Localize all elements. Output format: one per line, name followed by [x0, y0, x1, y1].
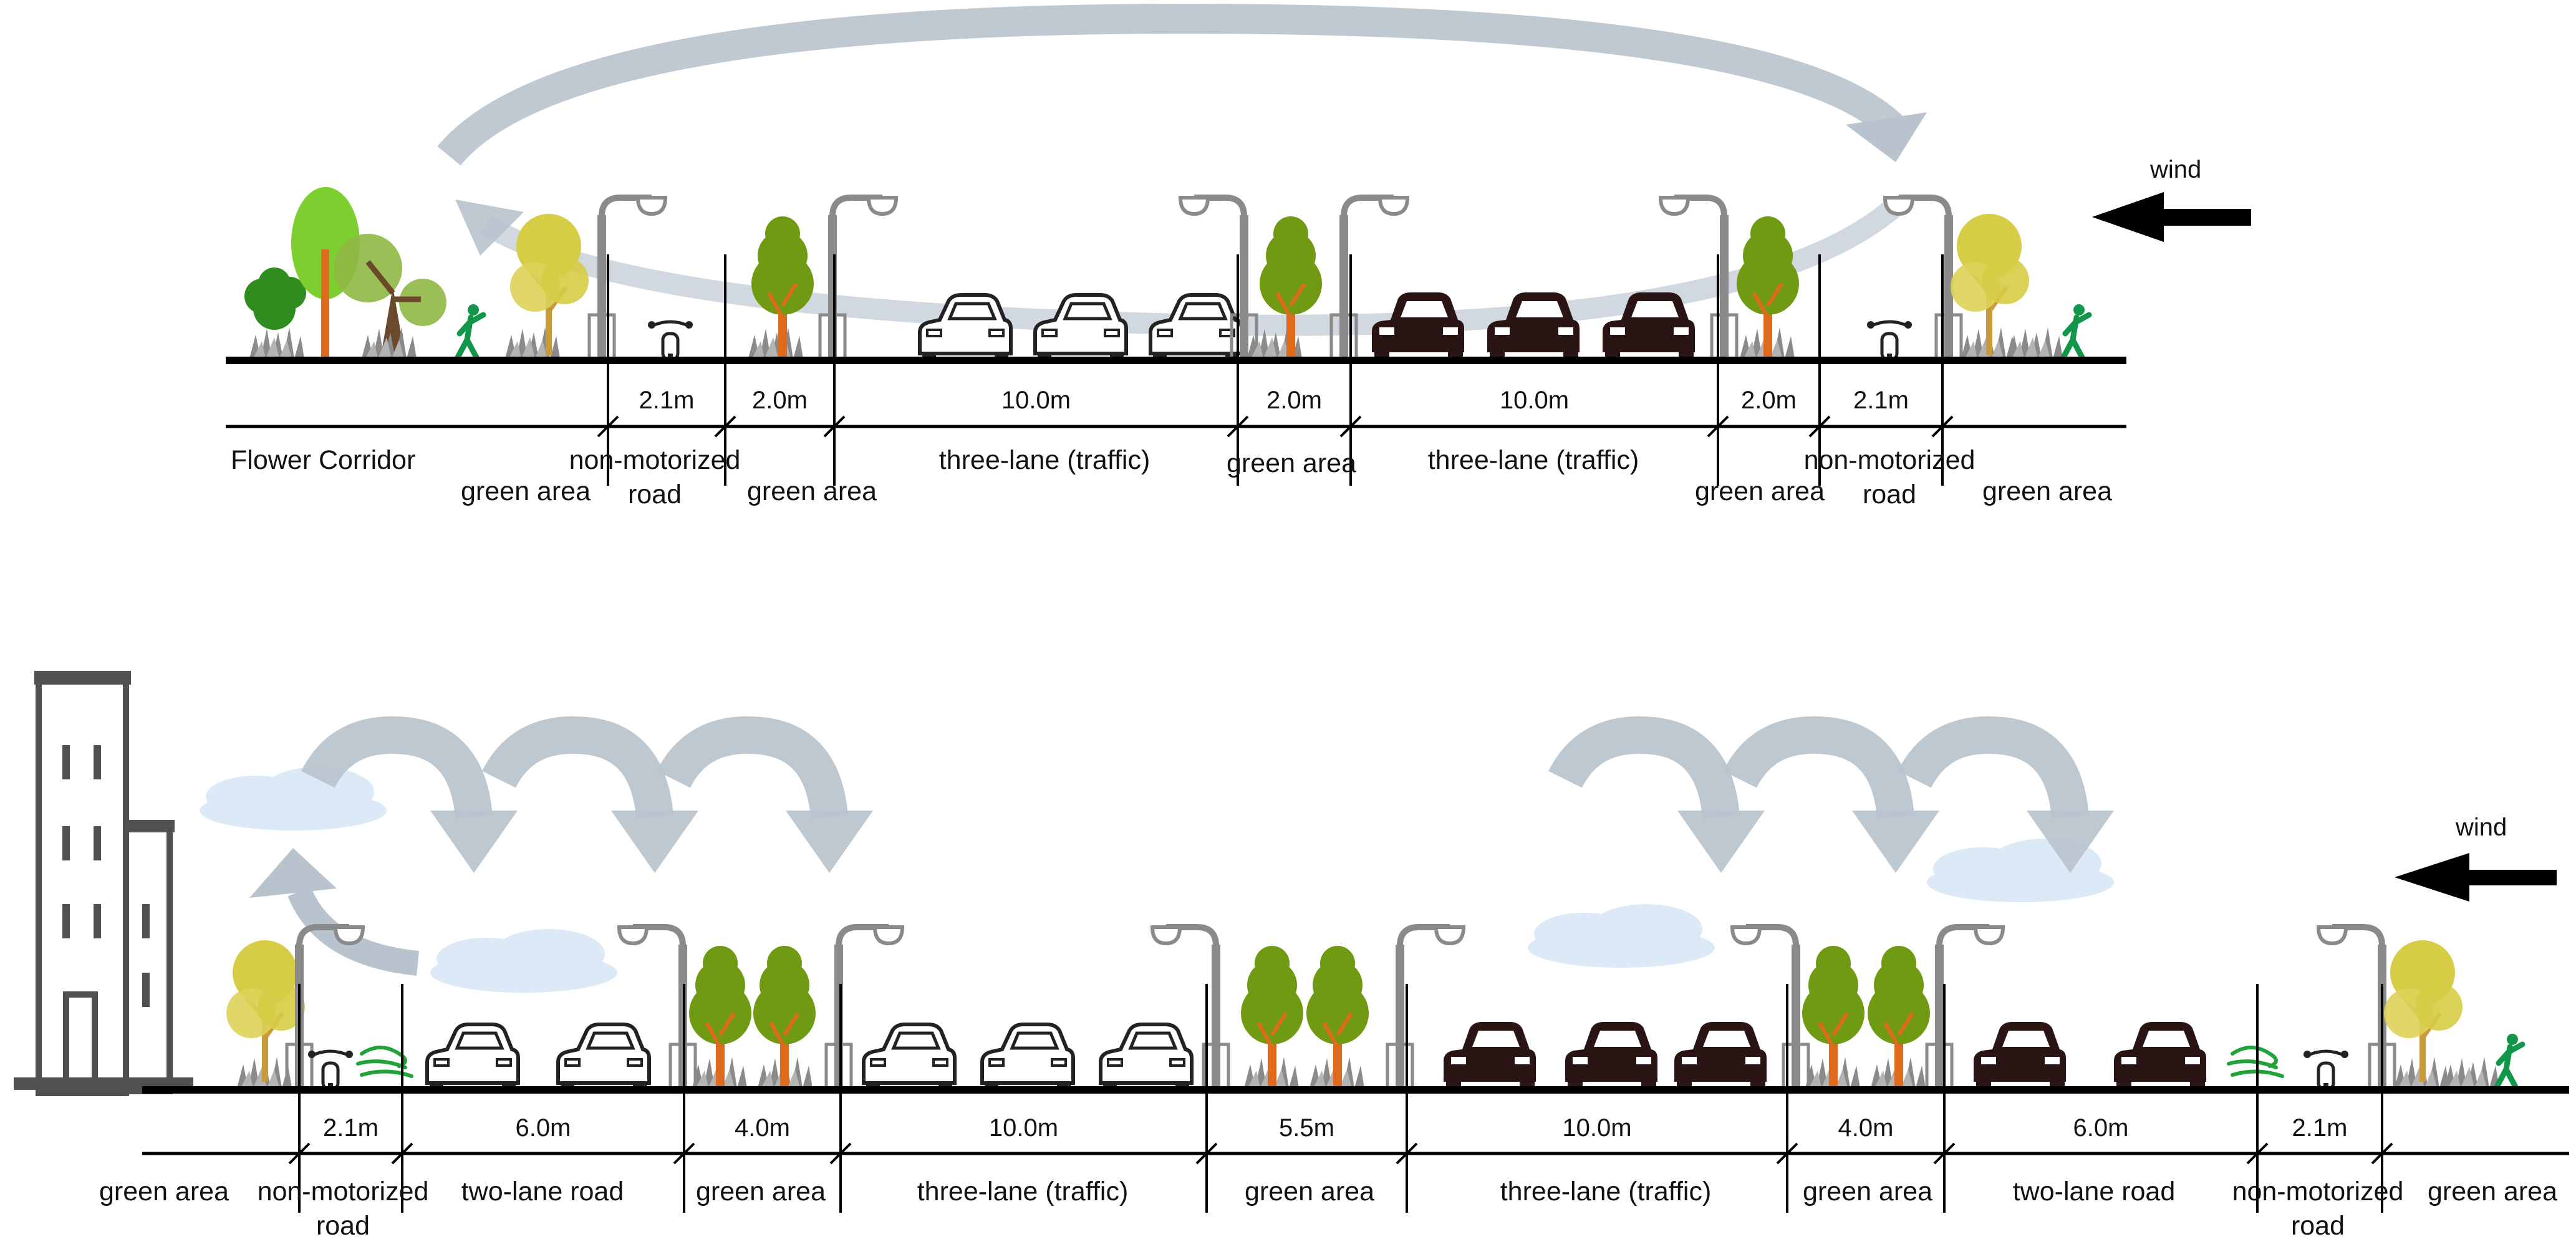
dimension-label: 10.0m [1562, 1114, 1631, 1142]
dimension-tick [1339, 415, 1362, 438]
airflow-return-head [455, 200, 524, 256]
zone-label: non-motorized [2232, 1177, 2404, 1206]
dimension-ticks-top [597, 254, 1954, 486]
zone-label: green area [696, 1177, 826, 1206]
dimension-tick [597, 415, 619, 438]
zone-label: green area [1227, 448, 1356, 478]
cloud [200, 767, 387, 831]
zone-label: green area [747, 476, 877, 506]
zone-label-line2: road [1863, 479, 1916, 509]
dimension-label: 2.1m [2292, 1114, 2348, 1142]
flower-corridor-trees [244, 187, 446, 359]
dimension-labels-bottom: 2.1m 6.0m 4.0m 10.0m 5.5m 10.0m 4.0m 6.0m 2.1m [323, 1114, 2347, 1142]
zone-label: green area [1982, 476, 2112, 506]
dimension-label: 10.0m [989, 1114, 1058, 1142]
airflow-loop-arrow [437, 3, 1914, 166]
zone-label: non-motorized [569, 445, 741, 475]
dimension-labels-top: 2.1m 2.0m 10.0m 2.0m 10.0m 2.0m 2.1m [639, 387, 1909, 414]
dimension-tick [829, 1142, 852, 1165]
dimension-tick [823, 415, 846, 438]
dimension-tick [288, 1142, 311, 1165]
dimension-label: 2.1m [639, 387, 695, 414]
zone-label: three-lane (traffic) [917, 1177, 1129, 1206]
dimension-label: 6.0m [516, 1114, 571, 1142]
dimension-label: 2.1m [1853, 387, 1909, 414]
zone-label: two-lane road [2013, 1177, 2176, 1206]
wind-arrow-bottom [2395, 853, 2557, 902]
dimension-tick [2246, 1142, 2269, 1165]
zone-label: three-lane (traffic) [1500, 1177, 1712, 1206]
zone-label-line2: road [628, 479, 682, 509]
zone-label: Flower Corridor [231, 445, 415, 475]
zone-labels-bottom: green area non-motorized road two-lane road… [99, 1177, 2557, 1241]
building [14, 671, 193, 1096]
dimension-label: 2.0m [1266, 387, 1322, 414]
dimension-tick [673, 1142, 695, 1165]
cloud [1528, 904, 1715, 968]
zone-label: green area [461, 476, 591, 506]
wind-arrow-top [2092, 192, 2251, 242]
airflow-down-arrow [673, 735, 873, 873]
dimension-ticks-bottom [288, 984, 2393, 1213]
zone-label: green area [2428, 1177, 2557, 1206]
zone-label: non-motorized [1804, 445, 1975, 475]
dimension-label: 4.0m [1838, 1114, 1894, 1142]
dimension-label: 10.0m [1001, 387, 1071, 414]
dimension-tick [391, 1142, 413, 1165]
dimension-tick [1195, 1142, 1218, 1165]
zone-label: non-motorized [258, 1177, 429, 1206]
airflow-loop-head [1846, 112, 1927, 162]
dimension-tick [1808, 415, 1831, 438]
dimension-tick [1396, 1142, 1418, 1165]
zone-label: green area [99, 1177, 229, 1206]
zone-label: three-lane (traffic) [939, 445, 1151, 475]
zone-label: green area [1695, 476, 1825, 506]
dimension-tick [1776, 1142, 1798, 1165]
dimension-tick [1931, 415, 1954, 438]
dimension-label: 2.0m [752, 387, 808, 414]
wind-label-bottom: wind [2455, 814, 2507, 841]
zone-label: two-lane road [461, 1177, 624, 1206]
dimension-label: 10.0m [1500, 387, 1569, 414]
airflow-up-head [249, 848, 337, 898]
top-section: wind 2.1m 2.0m 10.0m 2.0m 10.0m 2.0m 2.1m Flow… [226, 3, 2251, 509]
dimension-label: 4.0m [735, 1114, 790, 1142]
dimension-tick [2371, 1142, 2393, 1165]
dimension-label: 2.0m [1741, 387, 1797, 414]
dimension-label: 5.5m [1279, 1114, 1334, 1142]
cloud [430, 929, 617, 993]
dimension-tick [1227, 415, 1249, 438]
dimension-tick [1707, 415, 1729, 438]
zone-label: green area [1803, 1177, 1932, 1206]
dimension-tick [714, 415, 736, 438]
zone-label: green area [1245, 1177, 1374, 1206]
dimension-label: 6.0m [2073, 1114, 2129, 1142]
zone-label-line2: road [316, 1211, 370, 1241]
dimension-label: 2.1m [323, 1114, 379, 1142]
zone-label: three-lane (traffic) [1428, 445, 1639, 475]
dimension-tick [1933, 1142, 1956, 1165]
zone-label-line2: road [2291, 1211, 2345, 1241]
wind-label-top: wind [2149, 156, 2201, 183]
